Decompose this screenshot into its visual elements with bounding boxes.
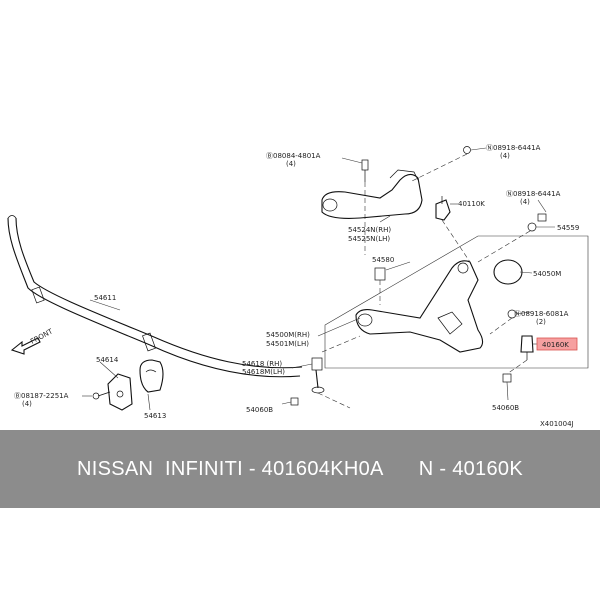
assembly-dashes bbox=[317, 153, 531, 409]
label-54501m: 54501M(LH) bbox=[266, 340, 309, 348]
ball-joint-40110k bbox=[435, 196, 451, 221]
reference-number: N - 40160K bbox=[418, 457, 523, 480]
label-08187-qty: (4) bbox=[22, 400, 32, 408]
nut-54060b-right bbox=[502, 373, 512, 383]
nut-54559 bbox=[527, 222, 537, 232]
assembly-box bbox=[324, 235, 589, 369]
nut-08918-top bbox=[463, 146, 471, 154]
label-54050m: 54050M bbox=[533, 270, 561, 278]
ball-joint-40160k bbox=[520, 335, 534, 360]
bushing-54580 bbox=[374, 267, 386, 281]
label-54613: 54613 bbox=[144, 412, 166, 420]
label-54060b-left: 54060B bbox=[246, 406, 273, 414]
label-54559: 54559 bbox=[557, 224, 579, 232]
label-40160k: 40160K bbox=[542, 341, 569, 349]
label-08084: Ⓑ08084-4801A bbox=[266, 152, 321, 160]
front-label: FRONT bbox=[29, 327, 55, 346]
label-54618: 54618 (RH) bbox=[242, 360, 282, 368]
front-arrow: FRONT bbox=[10, 327, 55, 355]
label-08084-qty: (4) bbox=[286, 160, 296, 168]
stabilizer-bar bbox=[7, 215, 303, 378]
brand-text: NISSAN INFINITI bbox=[77, 457, 243, 480]
label-54500m: 54500M(RH) bbox=[266, 331, 310, 339]
stabilizer-bushing bbox=[139, 359, 164, 393]
lower-arm bbox=[355, 260, 484, 353]
part-info-banner: NISSAN INFINITI - 401604KH0A N - 40160K bbox=[0, 430, 600, 508]
label-54618m: 54618M(LH) bbox=[242, 368, 285, 376]
part-number: 401604KH0A bbox=[261, 457, 384, 480]
selected-part-highlight bbox=[536, 337, 578, 351]
label-08918-top: Ⓝ08918-6441A bbox=[486, 144, 541, 152]
upper-link bbox=[321, 169, 423, 219]
label-40110k: 40110K bbox=[458, 200, 485, 208]
label-54060b-right: 54060B bbox=[492, 404, 519, 412]
bolt-08084 bbox=[361, 159, 369, 182]
label-08918-low-qty: (2) bbox=[536, 318, 546, 326]
label-08918-mid-qty: (4) bbox=[520, 198, 530, 206]
label-08187: Ⓑ08187-2251A bbox=[14, 392, 69, 400]
exploded-parts-diagram: FRONT Ⓑ08084-4801A (4) Ⓝ08918-6441A (4) … bbox=[7, 144, 589, 428]
label-54580: 54580 bbox=[372, 256, 394, 264]
bushing-54050m bbox=[493, 259, 523, 285]
bolt-08187 bbox=[92, 391, 111, 400]
label-54525n: 54525N(LH) bbox=[348, 235, 390, 243]
diagram-id: X401004J bbox=[540, 420, 574, 428]
nut-08918-mid bbox=[537, 213, 547, 222]
label-54614: 54614 bbox=[96, 356, 119, 364]
label-08918-mid: Ⓝ08918-6441A bbox=[506, 190, 561, 198]
label-54611: 54611 bbox=[94, 294, 116, 302]
label-08918-low: Ⓝ08918-6081A bbox=[514, 310, 569, 318]
label-08918-top-qty: (4) bbox=[500, 152, 510, 160]
separator: - bbox=[242, 457, 262, 480]
stabilizer-bracket bbox=[107, 373, 133, 411]
label-54524n: 54524N(RH) bbox=[348, 226, 391, 234]
gap bbox=[384, 458, 419, 481]
leader-lines bbox=[82, 147, 555, 411]
